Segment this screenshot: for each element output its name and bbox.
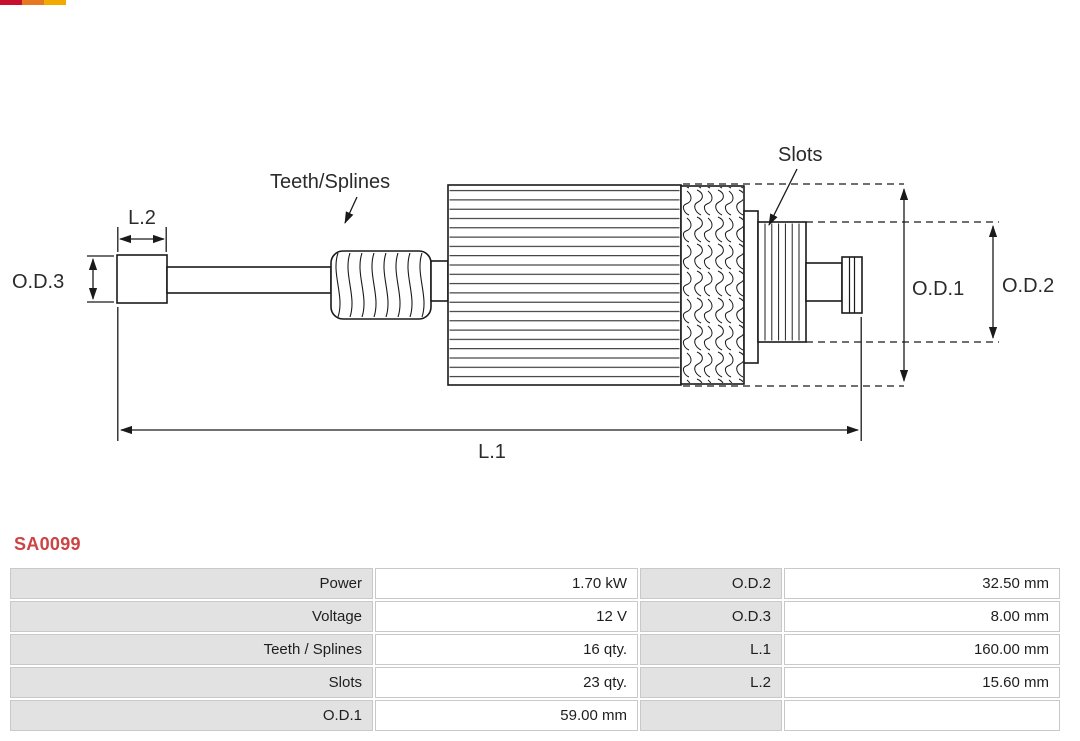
label-l2: L.2 — [128, 207, 156, 229]
spec-value: 23 qty. — [375, 667, 638, 698]
armature-diagram: Teeth/Splines Slots L.2 O.D.3 O.D.1 O.D.… — [12, 144, 1054, 463]
spec-label: Teeth / Splines — [10, 634, 373, 665]
slots-pointer-arrow — [768, 168, 798, 226]
label-od1: O.D.1 — [912, 278, 964, 300]
spec-label: Slots — [10, 667, 373, 698]
logo-segment — [0, 0, 22, 5]
spec-label: L.1 — [640, 634, 782, 665]
label-od3: O.D.3 — [12, 271, 64, 293]
label-l1: L.1 — [478, 441, 506, 463]
spec-value: 160.00 mm — [784, 634, 1060, 665]
table-row: Slots 23 qty. L.2 15.60 mm — [10, 667, 1060, 698]
table-row: Power 1.70 kW O.D.2 32.50 mm — [10, 568, 1060, 599]
spec-value: 8.00 mm — [784, 601, 1060, 632]
label-slots: Slots — [778, 144, 822, 166]
shaft-right — [805, 262, 843, 302]
logo-fragment — [0, 0, 66, 5]
spec-label — [640, 700, 782, 731]
spec-table: Power 1.70 kW O.D.2 32.50 mm Voltage 12 … — [8, 566, 1062, 733]
spec-value: 15.60 mm — [784, 667, 1060, 698]
spline-section — [330, 250, 432, 320]
spec-value: 16 qty. — [375, 634, 638, 665]
spec-label: Power — [10, 568, 373, 599]
table-row: O.D.1 59.00 mm — [10, 700, 1060, 731]
label-teeth-splines: Teeth/Splines — [270, 171, 390, 193]
spline-teeth — [335, 252, 425, 318]
logo-segment — [44, 0, 66, 5]
spec-value: 32.50 mm — [784, 568, 1060, 599]
shaft-end-left — [116, 254, 168, 304]
teeth-splines-pointer-arrow — [344, 196, 358, 224]
table-row: Teeth / Splines 16 qty. L.1 160.00 mm — [10, 634, 1060, 665]
spec-value: 1.70 kW — [375, 568, 638, 599]
label-od2: O.D.2 — [1002, 275, 1054, 297]
shaft-step — [430, 260, 449, 302]
table-row: Voltage 12 V O.D.3 8.00 mm — [10, 601, 1060, 632]
spec-value: 59.00 mm — [375, 700, 638, 731]
spec-label: O.D.3 — [640, 601, 782, 632]
armature-body — [116, 184, 863, 386]
spec-value — [784, 700, 1060, 731]
dimension-lines — [87, 168, 999, 441]
shaft-end-right — [841, 256, 863, 314]
spec-label: L.2 — [640, 667, 782, 698]
spec-label: O.D.1 — [10, 700, 373, 731]
spec-label: Voltage — [10, 601, 373, 632]
dimension-labels: Teeth/Splines Slots L.2 O.D.3 O.D.1 O.D.… — [12, 144, 1054, 463]
shaft — [166, 266, 332, 294]
product-code: SA0099 — [14, 534, 81, 554]
winding-ring — [743, 210, 759, 364]
spec-label: O.D.2 — [640, 568, 782, 599]
logo-segment — [22, 0, 44, 5]
spec-value: 12 V — [375, 601, 638, 632]
